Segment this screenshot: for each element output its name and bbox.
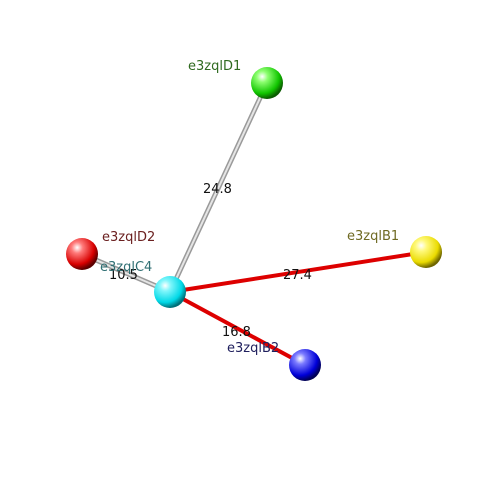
node-label-b1: e3zqlB1 <box>347 229 399 244</box>
edge-center-d1 <box>167 80 270 295</box>
node-center-sphere[interactable] <box>154 276 186 308</box>
node-label-center: e3zqlC4 <box>100 260 152 275</box>
edge-label-d1: 24.8 <box>203 182 232 197</box>
node-label-d1: e3zqlD1 <box>188 59 241 74</box>
node-b1-sphere[interactable] <box>410 236 442 268</box>
node-d1-sphere[interactable] <box>251 67 283 99</box>
node-b2-sphere[interactable] <box>289 349 321 381</box>
node-label-d2: e3zqlD2 <box>102 230 155 245</box>
edges-layer <box>79 80 428 367</box>
node-label-b2: e3zqlB2 <box>227 341 279 356</box>
nodes-layer <box>66 67 442 381</box>
edge-label-b2: 16.8 <box>222 325 251 340</box>
edge-label-b1: 27.4 <box>283 268 312 283</box>
edge-center-b2 <box>168 290 307 367</box>
node-labels-layer: e3zqlD1 e3zqlD2 e3zqlC4 e3zqlB1 e3zqlB2 <box>100 59 399 356</box>
edge-center-b1 <box>168 250 428 294</box>
edge-label-d2: 10.5 <box>109 268 138 283</box>
edge-labels-layer: 24.8 10.5 27.4 16.8 <box>109 182 312 340</box>
node-d2-sphere[interactable] <box>66 238 98 270</box>
